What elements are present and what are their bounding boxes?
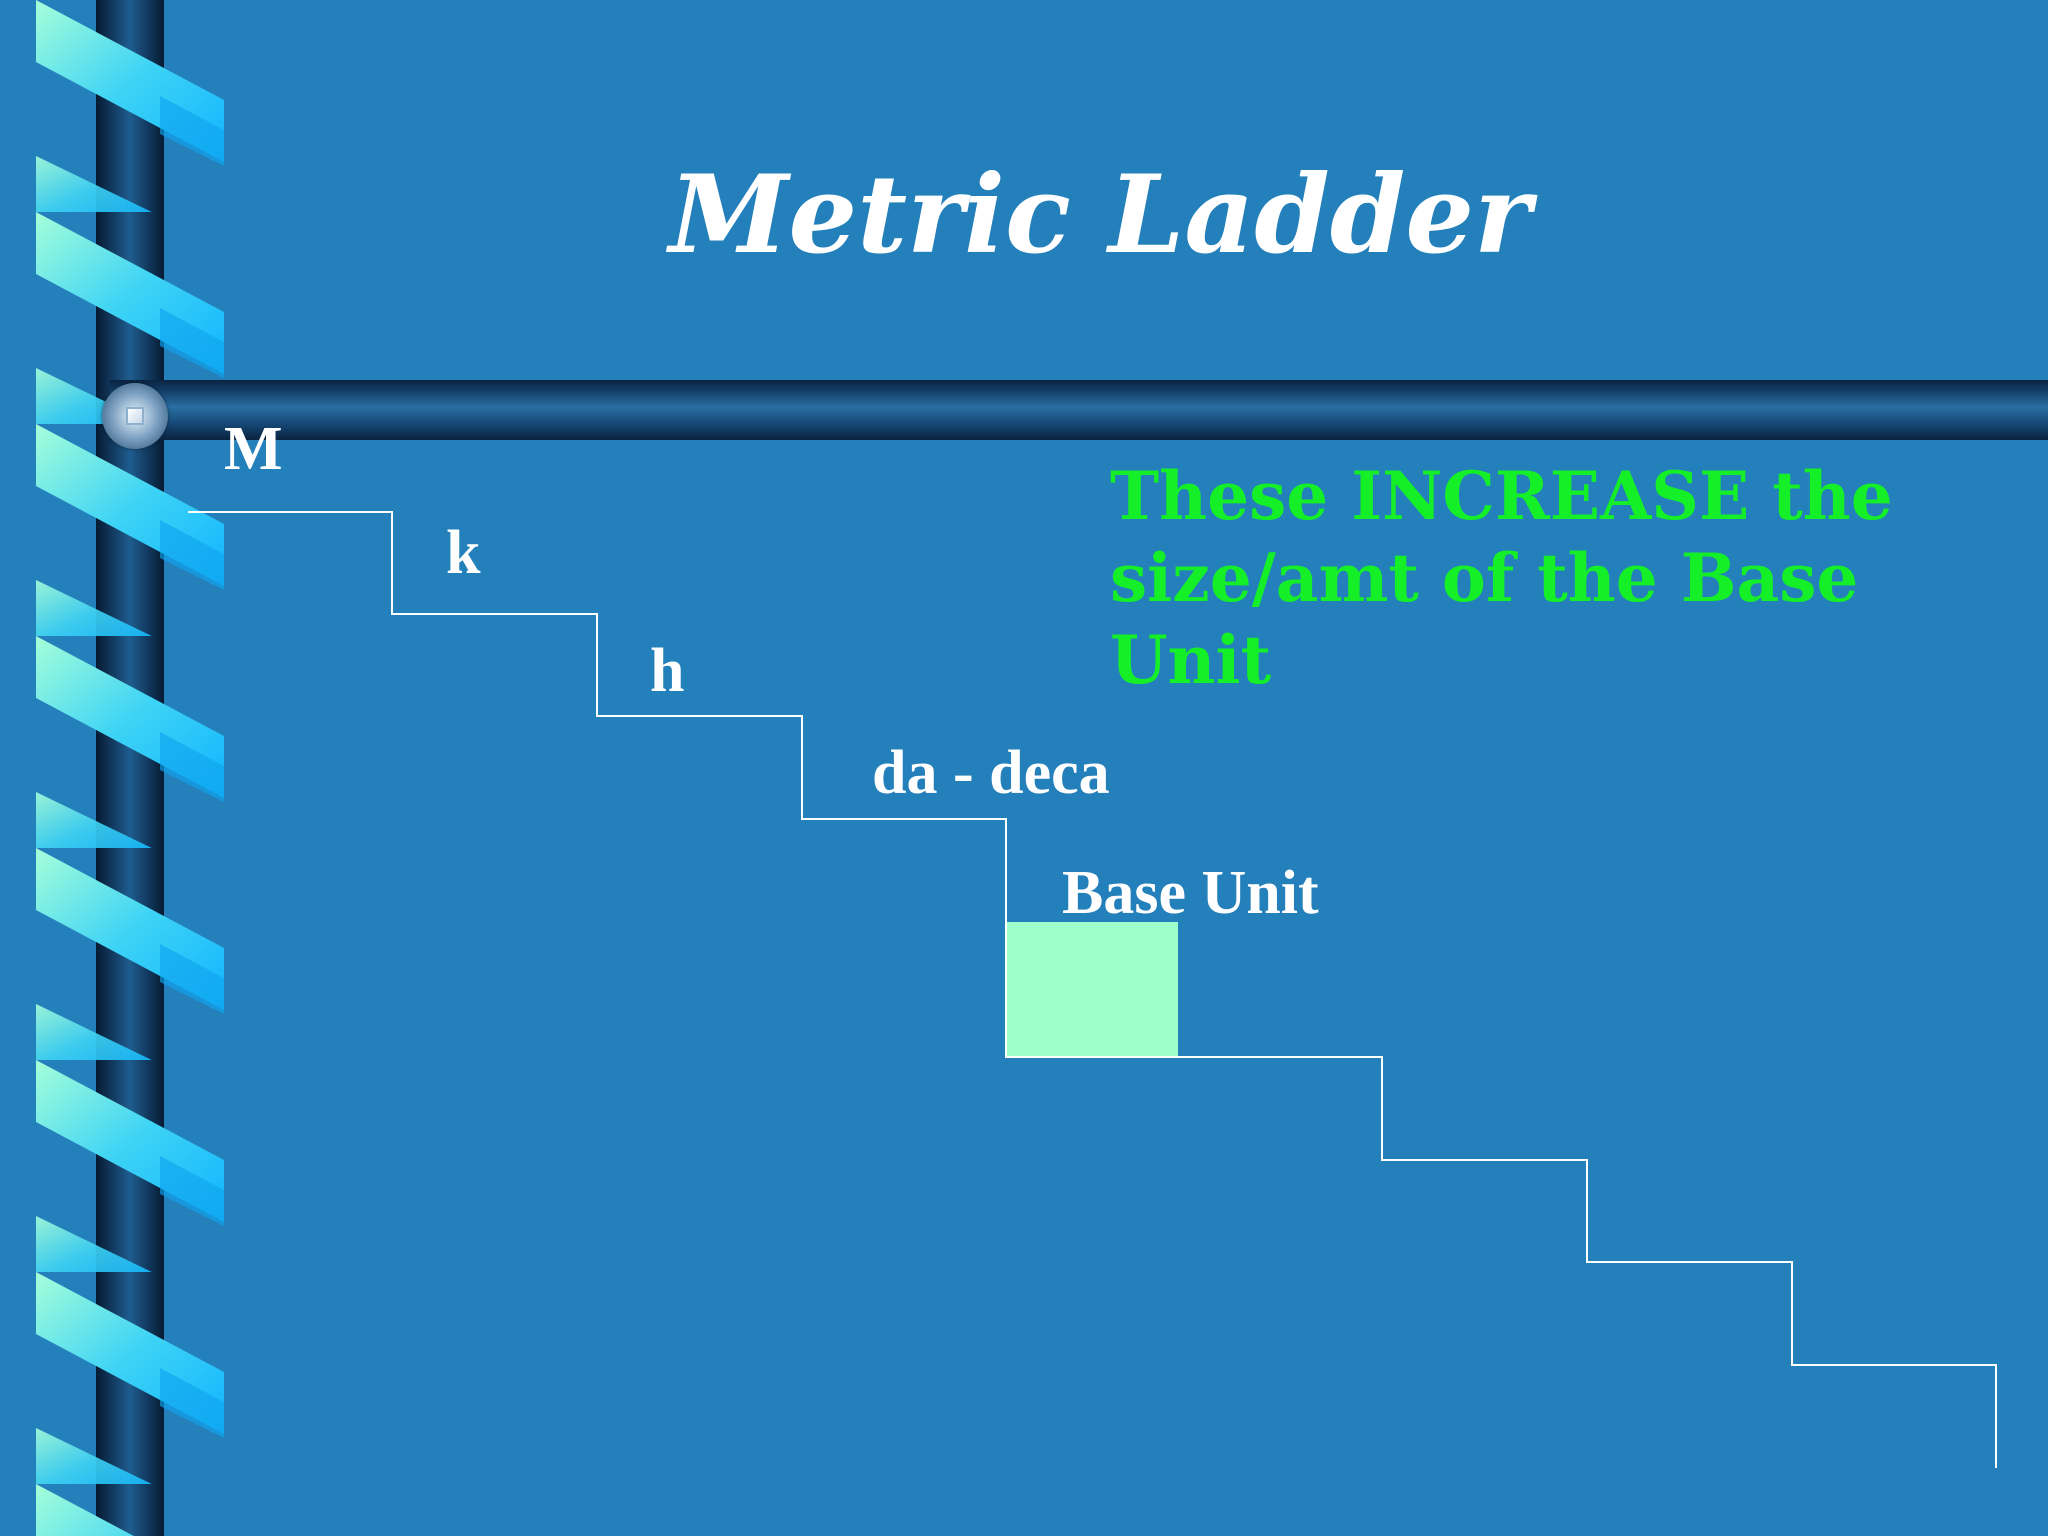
increase-note: These INCREASE the size/amt of the Base … [1110,457,1893,699]
round-knob-icon [102,383,168,449]
ladder-label-kilo: k [446,519,481,587]
ladder-label-deca: da - deca [872,739,1110,807]
ladder-steps-line [188,511,1997,1468]
ladder-label-hecto: h [650,637,685,705]
ladder-label-mega: M [224,415,283,483]
horizontal-bar [110,380,2048,440]
ribbon-decoration [0,0,240,1536]
ladder-label-base-unit: Base Unit [1062,859,1319,927]
base-unit-box [1006,922,1178,1057]
slide-title: Metric Ladder [669,152,1531,278]
knob-center [126,407,144,425]
